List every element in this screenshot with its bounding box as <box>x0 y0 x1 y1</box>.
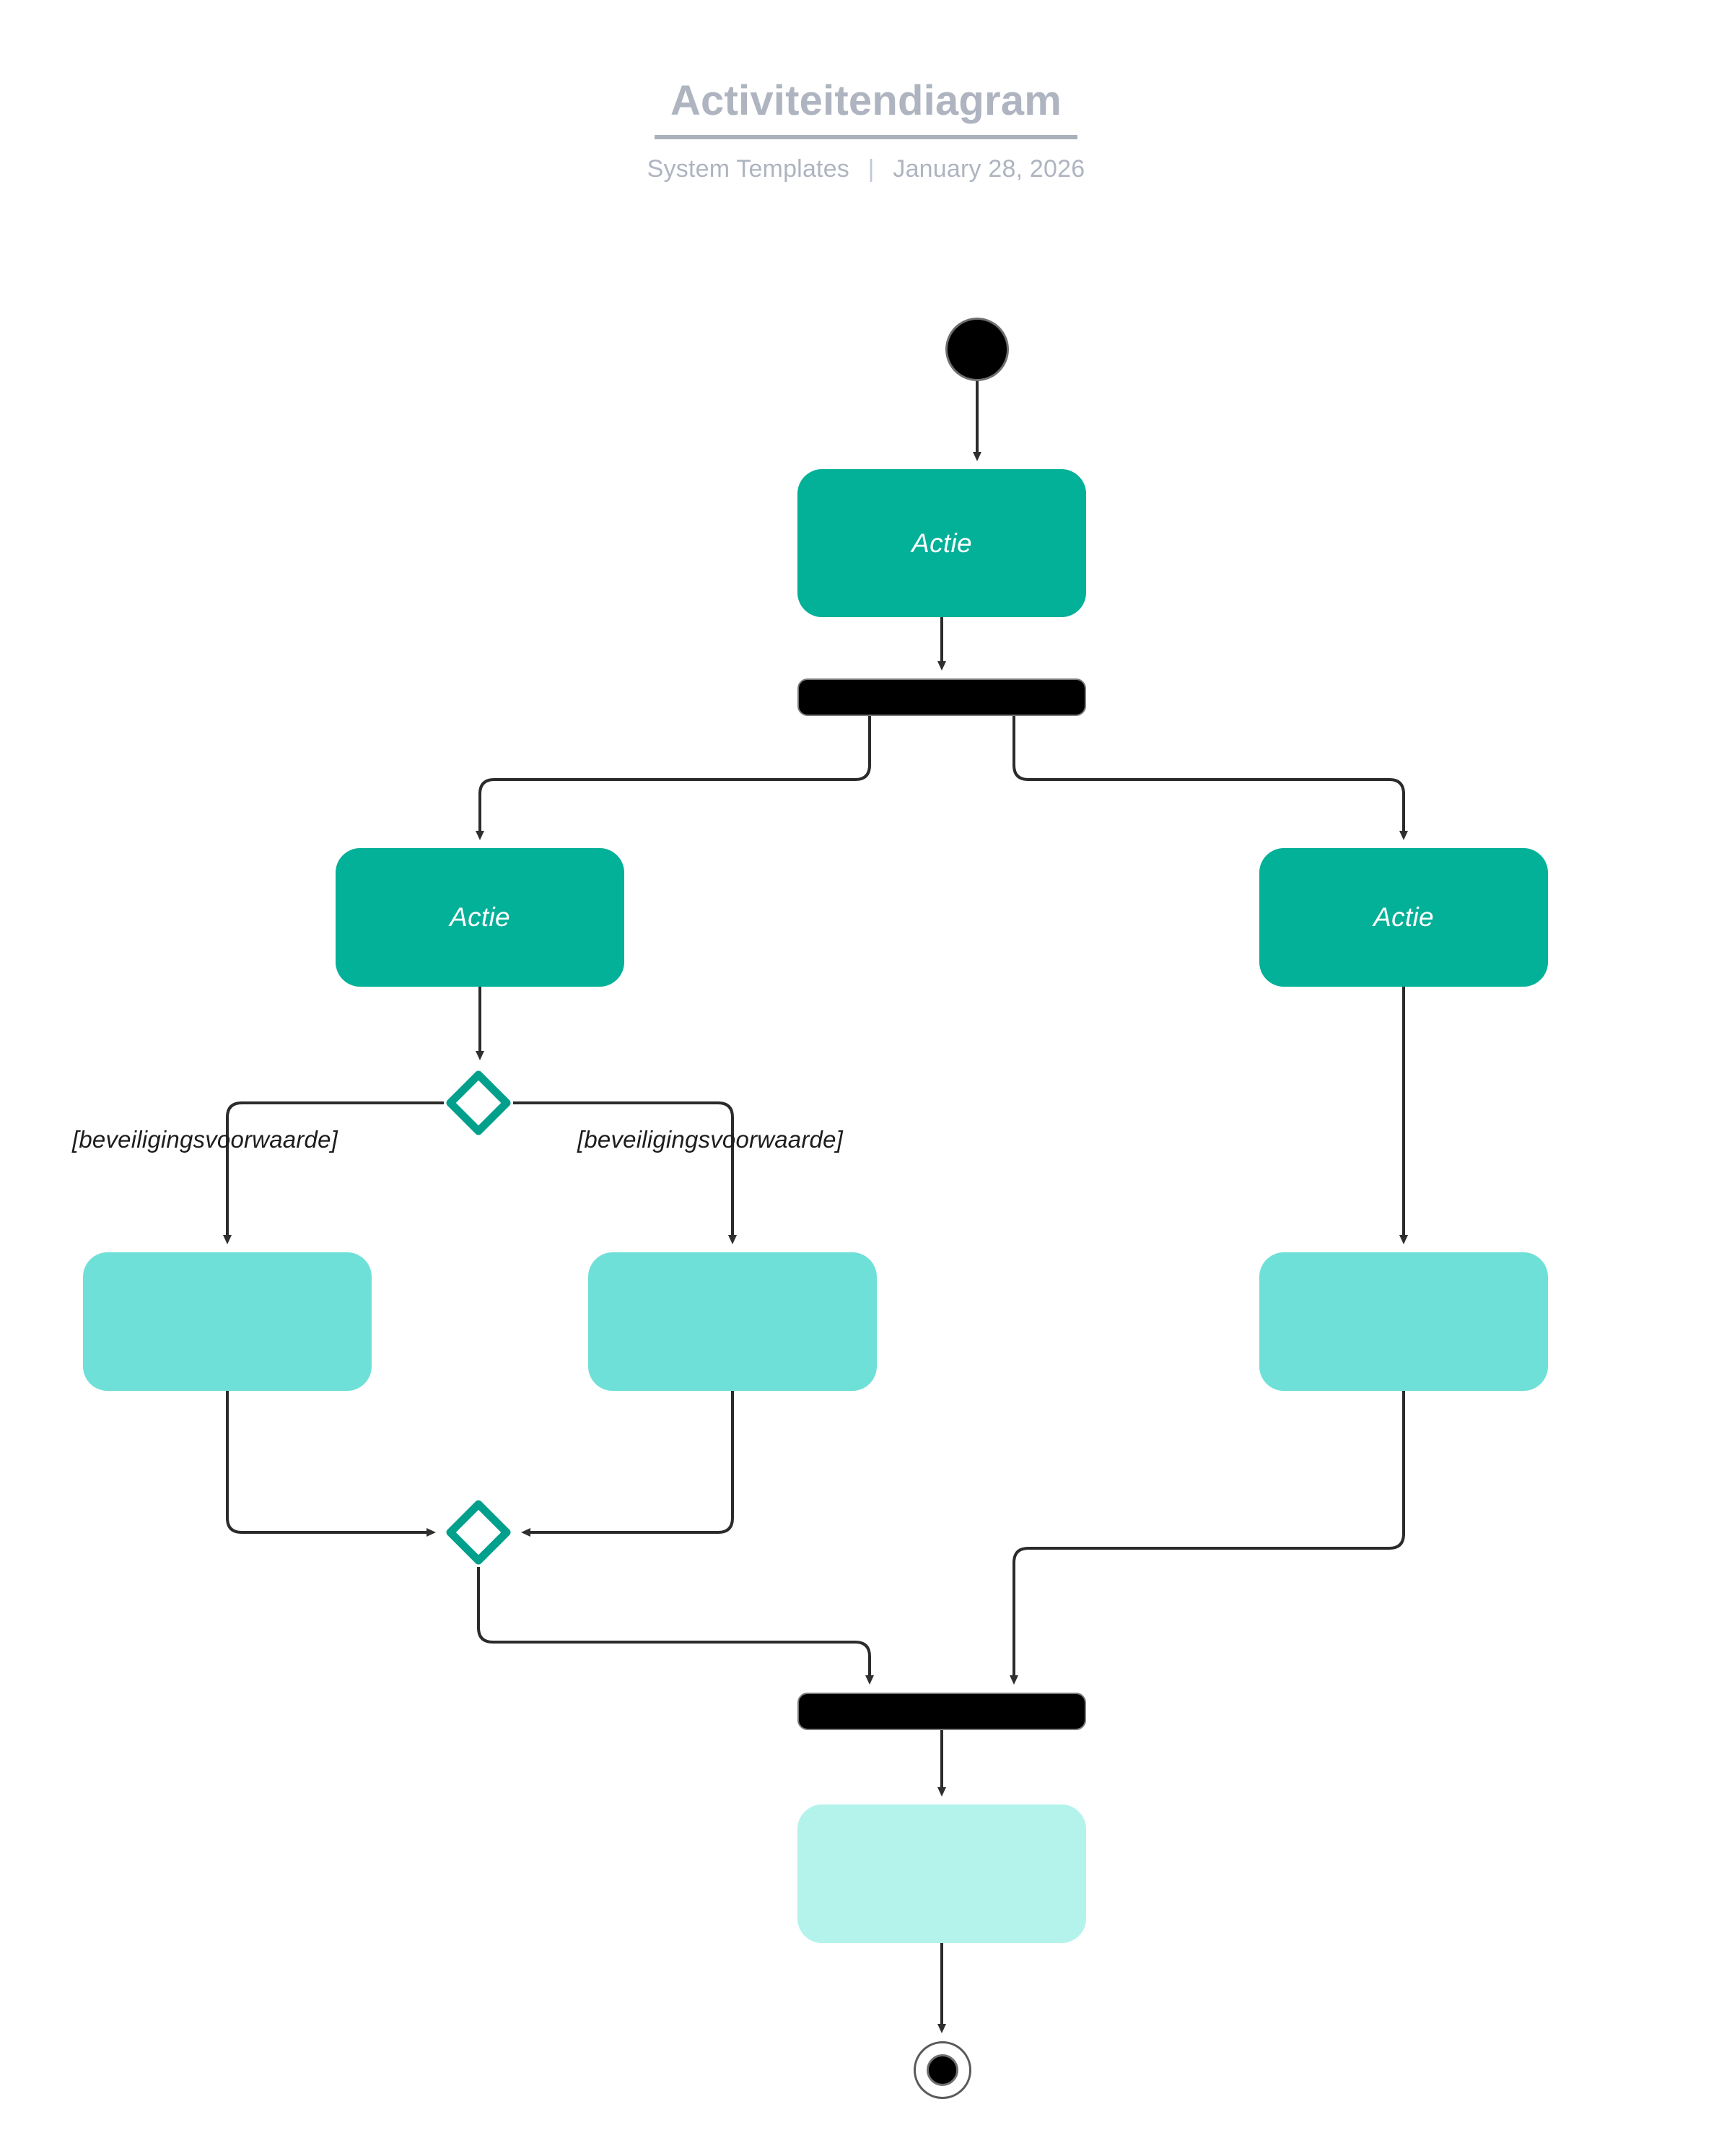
page-title: Activiteitendiagram <box>654 79 1078 139</box>
edge-merge-to-join <box>477 1567 874 1685</box>
subtitle-separator: | <box>867 154 875 183</box>
edge-branch-a-to-merge <box>226 1391 436 1537</box>
action-node-branch-a[interactable] <box>83 1252 372 1391</box>
edge-fork-to-right-action <box>1012 716 1408 840</box>
initial-node[interactable] <box>945 318 1009 381</box>
document-header: Activiteitendiagram System Templates | J… <box>0 0 1732 183</box>
action-node-label: Actie <box>1373 902 1434 932</box>
merge-node[interactable] <box>444 1498 513 1567</box>
action-node-top[interactable]: Actie <box>797 469 1086 617</box>
guard-label-right: [beveiligingsvoorwaarde] <box>577 1126 844 1153</box>
edge-branch-b-to-merge <box>521 1391 734 1537</box>
action-node-right[interactable]: Actie <box>1259 848 1548 987</box>
decision-diamond-icon <box>446 1070 511 1135</box>
action-node-label: Actie <box>450 902 510 932</box>
edge-fork-to-left-action <box>476 716 871 840</box>
final-node-core <box>926 2054 959 2087</box>
merge-diamond-icon <box>446 1500 511 1565</box>
edge-decision-to-branch-a <box>223 1101 444 1244</box>
subtitle-date: January 28, 2026 <box>893 154 1085 183</box>
edge-branch-right-to-join <box>1010 1391 1405 1685</box>
action-node-left[interactable]: Actie <box>336 848 624 987</box>
edge-decision-to-branch-b <box>513 1101 737 1244</box>
join-bar[interactable] <box>797 1693 1086 1730</box>
guard-label-left: [beveiligingsvoorwaarde] <box>72 1126 338 1153</box>
action-node-branch-right[interactable] <box>1259 1252 1548 1391</box>
decision-node[interactable] <box>444 1068 513 1138</box>
subtitle-source: System Templates <box>647 154 850 183</box>
action-node-branch-b[interactable] <box>588 1252 877 1391</box>
action-node-label: Actie <box>911 528 972 558</box>
fork-bar[interactable] <box>797 678 1086 716</box>
document-subtitle: System Templates | January 28, 2026 <box>0 155 1732 183</box>
action-node-bottom[interactable] <box>797 1804 1086 1943</box>
final-node[interactable] <box>914 2041 971 2099</box>
